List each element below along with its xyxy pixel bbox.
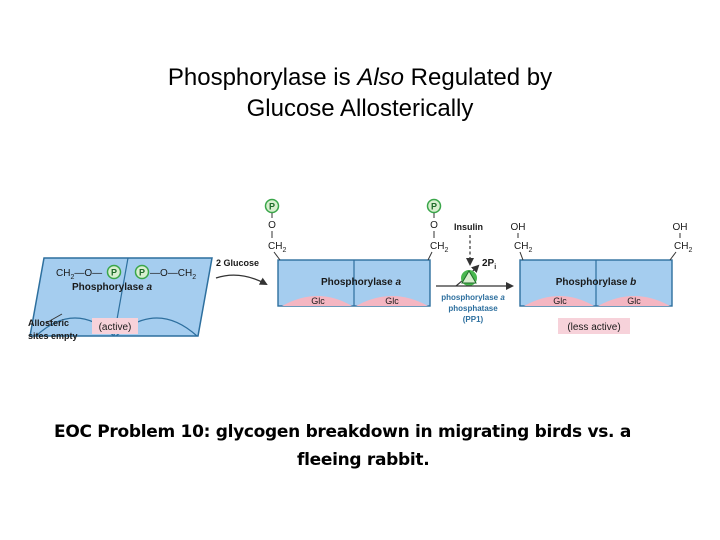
middle-enzyme-phosphorylase-a: Phosphorylase a Glc Glc (277, 259, 431, 307)
middle-glc-label-1: Glc (311, 296, 325, 306)
active-badge (92, 318, 138, 334)
footer-line-1: EOC Problem 10: glycogen breakdown in mi… (54, 422, 631, 442)
less-active-badge (558, 318, 630, 334)
allosteric-label-line-2: sites empty (28, 331, 78, 341)
hydroxyl-label: OH (673, 222, 688, 233)
title-text-pre: Phosphorylase is (167, 64, 358, 91)
eoc-problem-note: EOC Problem 10: glycogen breakdown in mi… (54, 418, 694, 474)
ch2-label: CH2 (674, 241, 692, 254)
allosteric-label-line-1: Allosteric (28, 318, 69, 328)
phosphatase-enzyme-icon (461, 270, 477, 286)
phosphatase-label-line-1: phosphorylase a (441, 293, 505, 302)
right-oh-stalk-right: OH CH2 (669, 222, 692, 261)
oxygen-atom: O (430, 220, 438, 231)
left-enzyme-phosphorylase-a: CH2—O— P P —O—CH2 Phosphorylase a (29, 257, 213, 337)
middle-glucose-site-2 (356, 296, 428, 306)
left-enzyme-label: Phosphorylase a (72, 282, 152, 293)
right-enzyme-label: Phosphorylase b (556, 277, 637, 288)
title-text-italic: Also (357, 64, 404, 91)
svg-text:P: P (111, 268, 117, 278)
ch2-label: CH2 (268, 241, 286, 254)
title-line-2: Glucose Allosterically (246, 95, 474, 122)
middle-phosphate-stalk-left: P O CH2 (264, 198, 286, 261)
slide-title: Phosphorylase is Also Regulated by Gluco… (0, 62, 720, 124)
hydroxyl-label: OH (511, 222, 526, 233)
phosphate-icon (426, 198, 442, 214)
oxygen-atom: O (268, 220, 276, 231)
glucose-arrow-label: 2 Glucose (216, 258, 259, 268)
svg-text:P: P (269, 202, 275, 212)
ch2-label: CH2 (514, 241, 532, 254)
right-enzyme-phosphorylase-b: Phosphorylase b Glc Glc (519, 259, 673, 307)
left-phosphate-2-icon: P (134, 264, 150, 280)
svg-text:P: P (139, 268, 145, 278)
left-ch2-group: CH2—O— (56, 268, 102, 281)
phosphate-icon (264, 198, 280, 214)
less-active-label: (less active) (567, 322, 620, 333)
footer-line-2: fleeing rabbit. (297, 450, 430, 470)
svg-text:P: P (431, 202, 437, 212)
middle-phosphate-stalk-right: P O CH2 (426, 198, 448, 261)
phosphatase-label-line-2: phosphatase (448, 304, 498, 313)
middle-glc-label-2: Glc (385, 296, 399, 306)
title-text-post: Regulated by (404, 64, 553, 91)
ch2-label: CH2 (430, 241, 448, 254)
right-glc-label-1: Glc (553, 296, 567, 306)
insulin-label: Insulin (454, 222, 483, 232)
allosteric-pointer-line (45, 313, 63, 324)
left-ch2-group-right: —O—CH2 (150, 268, 196, 281)
right-glc-label-2: Glc (627, 296, 641, 306)
right-oh-stalk-left: OH CH2 (511, 222, 532, 261)
right-glucose-site-2 (598, 296, 670, 306)
phosphorylase-regulation-diagram: CH2—O— P P —O—CH2 Phosphorylase a Allost… (28, 198, 692, 341)
active-label: (active) (99, 322, 132, 333)
left-phosphate-1-icon: P (106, 264, 122, 280)
middle-enzyme-label: Phosphorylase a (321, 277, 401, 288)
title-line-1: Phosphorylase is Also Regulated by (0, 62, 720, 93)
phosphatase-label-line-3: (PP1) (463, 315, 484, 324)
right-glucose-site-1 (524, 296, 594, 306)
pi-label: 2Pi (482, 258, 496, 271)
middle-glucose-site-1 (282, 296, 352, 306)
glucose-binding-arrow (215, 274, 268, 285)
